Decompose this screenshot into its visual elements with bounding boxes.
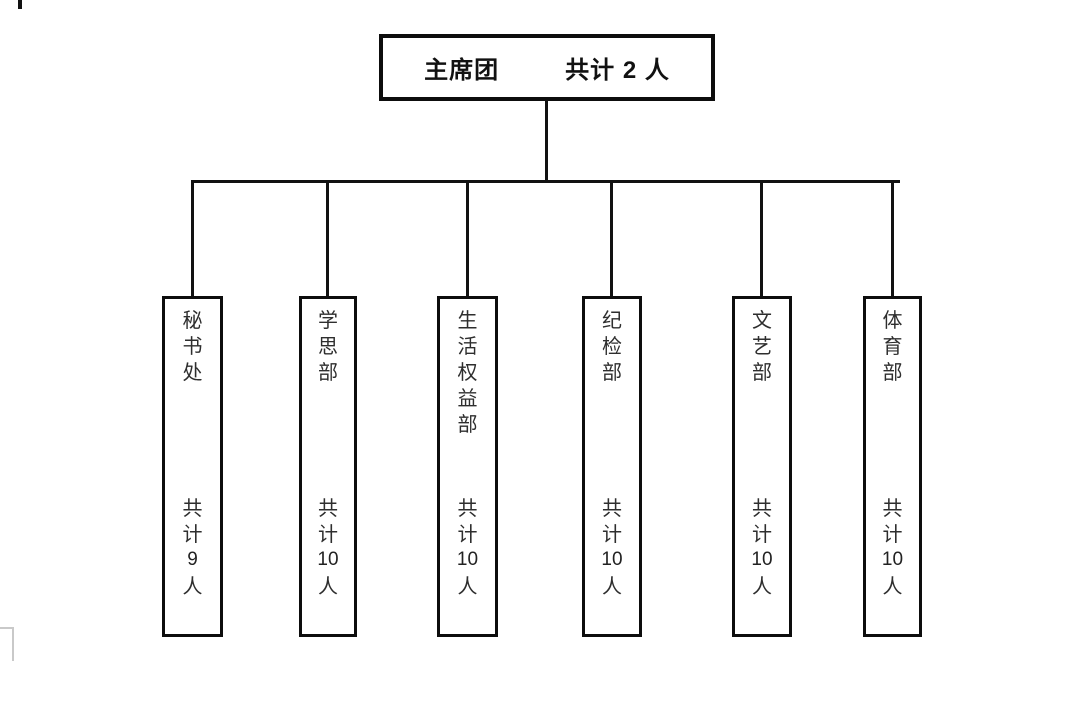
dept-count-unit: 人 <box>318 574 338 598</box>
dept-name: 秘书处 <box>182 308 203 384</box>
dept-count-number: 10 <box>456 549 479 570</box>
connector-horizontal-bar <box>191 180 900 183</box>
connector-drop <box>610 182 613 296</box>
dept-name: 文艺部 <box>752 308 772 384</box>
dept-count: 共计 9 人 <box>165 495 220 599</box>
dept-count-unit: 人 <box>182 574 203 598</box>
dept-name: 学思部 <box>318 308 338 384</box>
dept-box: 生活权益部 共计 10 人 <box>437 296 498 637</box>
dept-count-unit: 人 <box>457 574 478 598</box>
dept-box: 秘书处 共计 9 人 <box>162 296 223 637</box>
dept-name: 纪检部 <box>602 308 622 384</box>
dept-count-word: 共计 <box>318 496 338 546</box>
page-corner-mark <box>0 627 14 661</box>
dept-count-word: 共计 <box>882 496 903 546</box>
root-box-presidium: 主席团 共计 2 人 <box>379 34 715 101</box>
dept-count-word: 共计 <box>602 496 622 546</box>
dept-box: 学思部 共计 10 人 <box>299 296 357 637</box>
dept-count: 共计 10 人 <box>866 495 919 599</box>
dept-name: 生活权益部 <box>457 308 478 436</box>
root-count: 共计 2 人 <box>565 57 670 84</box>
connector-drop <box>760 182 763 296</box>
dept-count: 共计 10 人 <box>735 495 789 599</box>
dept-count-word: 共计 <box>752 496 772 546</box>
dept-count-number: 10 <box>601 549 623 570</box>
root-title: 主席团 <box>424 57 500 84</box>
dept-count: 共计 10 人 <box>585 495 639 599</box>
dept-count: 共计 10 人 <box>440 495 495 599</box>
connector-root-drop <box>545 100 548 181</box>
dept-count-number: 10 <box>881 549 904 570</box>
dept-count-number: 10 <box>751 549 773 570</box>
dept-count-word: 共计 <box>457 496 478 546</box>
dept-count-unit: 人 <box>882 574 903 598</box>
page-edge-tick <box>18 0 22 9</box>
dept-count-word: 共计 <box>182 496 203 546</box>
connector-drop <box>191 182 194 296</box>
connector-drop <box>326 182 329 296</box>
dept-count-unit: 人 <box>752 574 772 598</box>
dept-name: 体育部 <box>882 308 903 384</box>
connector-drop <box>891 182 894 296</box>
dept-count: 共计 10 人 <box>302 495 354 599</box>
dept-count-unit: 人 <box>602 574 622 598</box>
dept-box: 文艺部 共计 10 人 <box>732 296 792 637</box>
connector-drop <box>466 182 469 296</box>
dept-box: 纪检部 共计 10 人 <box>582 296 642 637</box>
dept-count-number: 10 <box>317 549 339 570</box>
dept-box: 体育部 共计 10 人 <box>863 296 922 637</box>
dept-count-number: 9 <box>187 549 198 570</box>
